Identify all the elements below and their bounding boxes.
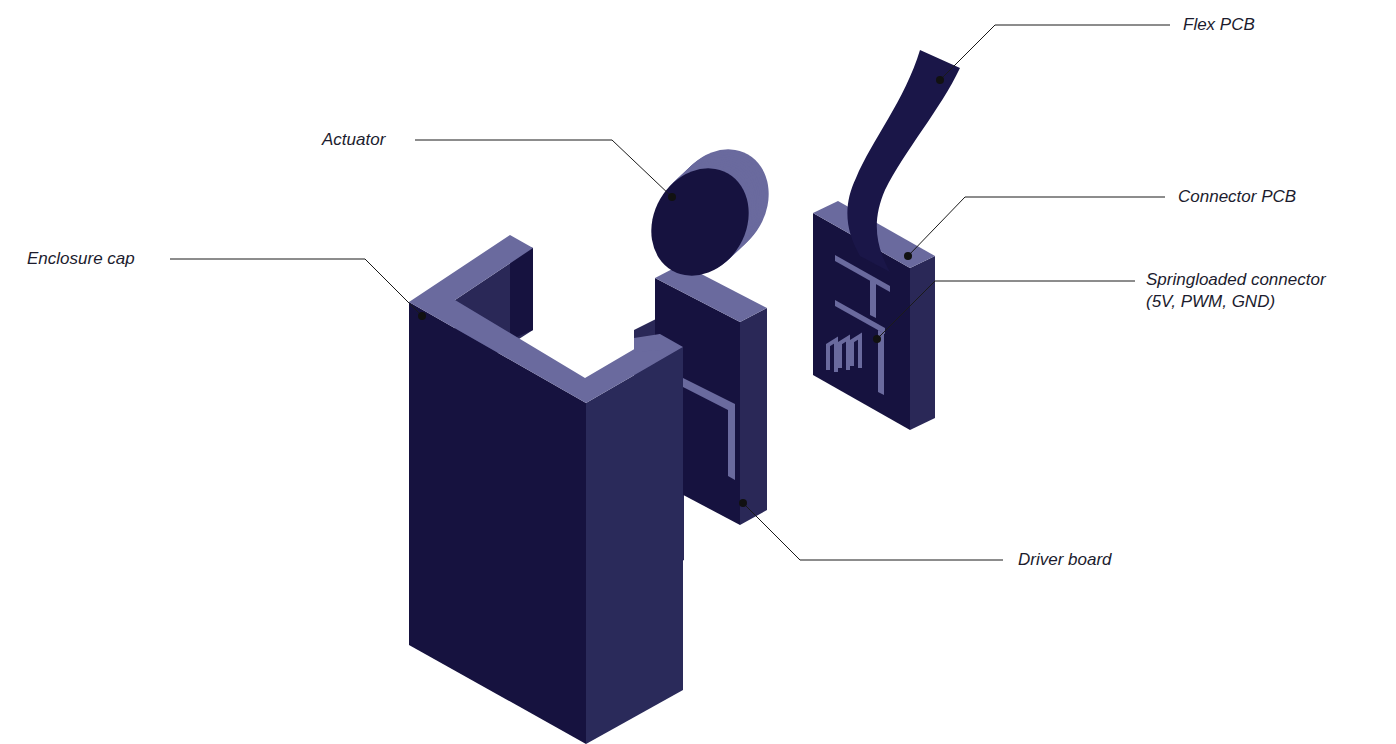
leader-lines — [170, 25, 1170, 560]
part-label: Actuator — [322, 129, 385, 151]
flex-pcb — [847, 50, 960, 272]
part-label: Flex PCB — [1183, 14, 1255, 36]
actuator — [632, 132, 788, 294]
part-label: Springloaded connector (5V, PWM, GND) — [1146, 269, 1356, 313]
enclosure-cap — [409, 235, 683, 744]
part-label: Enclosure cap — [27, 248, 135, 270]
part-label: Driver board — [1018, 549, 1112, 571]
leader-dots — [418, 76, 944, 507]
part-label: Connector PCB — [1178, 186, 1296, 208]
